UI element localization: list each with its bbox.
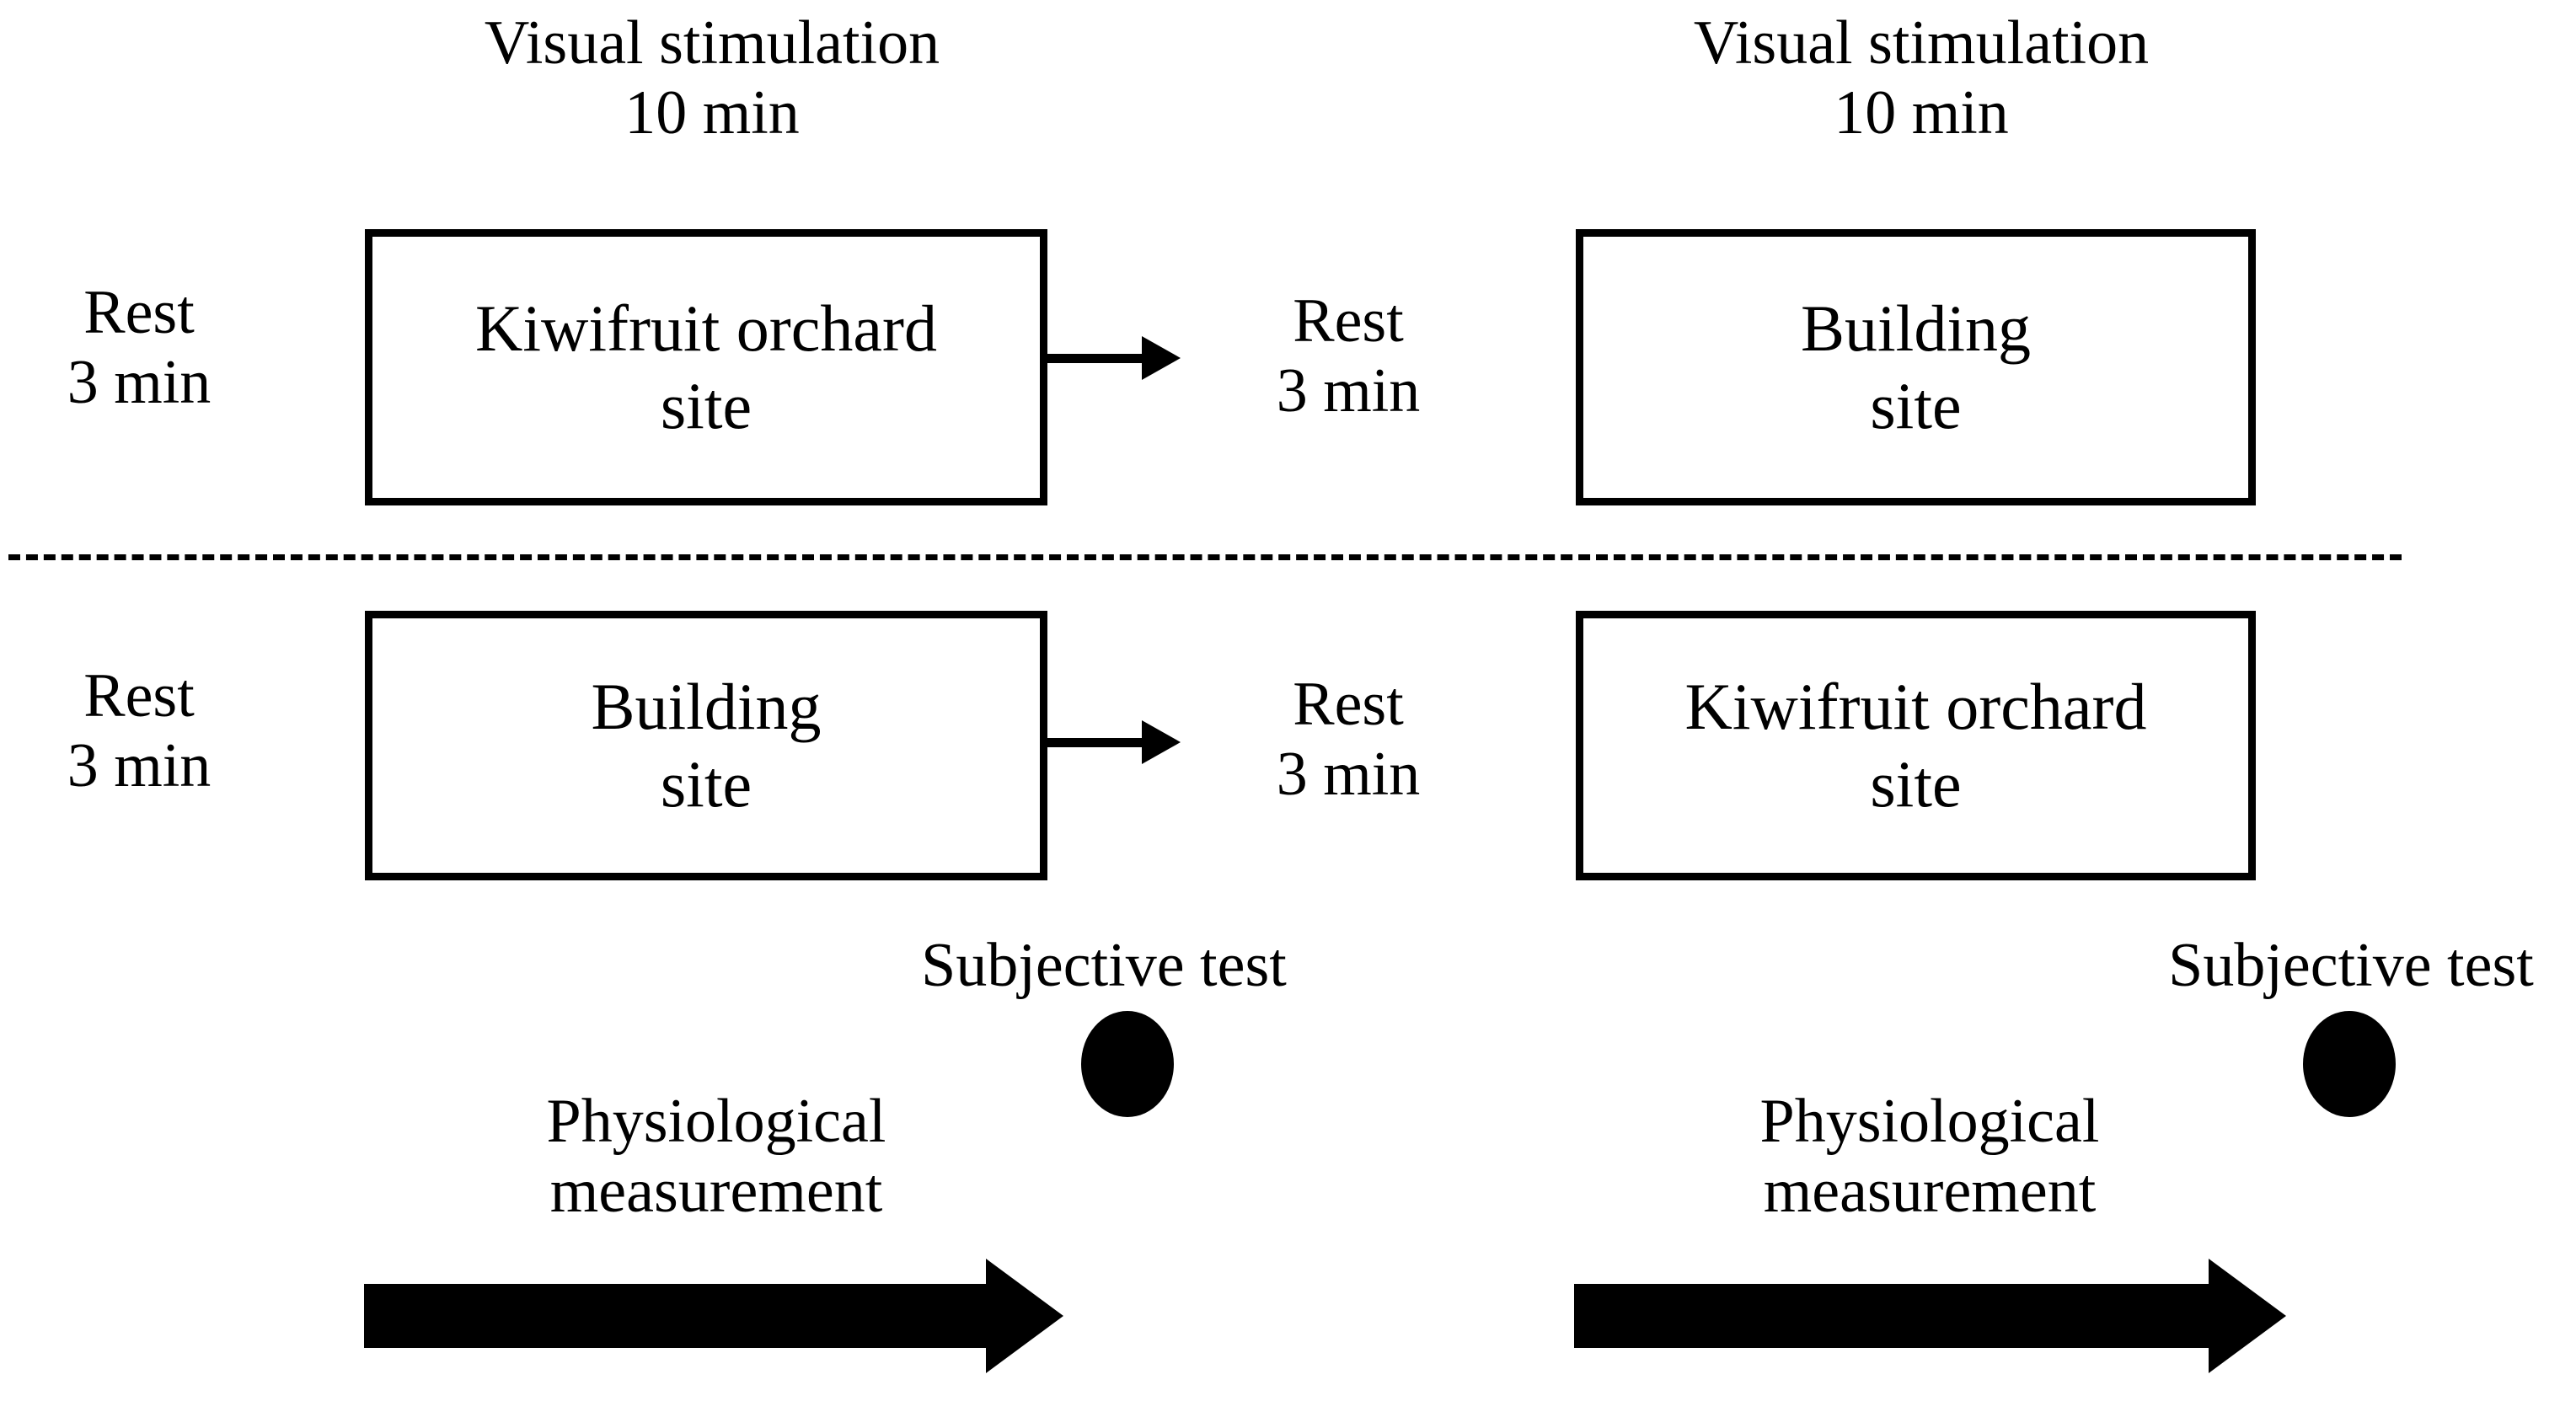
right-arrow-icon-row2	[1047, 716, 1181, 768]
subjective-test-label-right: Subjective test	[2168, 931, 2534, 1000]
arrow-head	[1142, 336, 1181, 380]
arrow-head	[1142, 720, 1181, 764]
stimulus-box-row1-second-label: Building site	[1800, 291, 2032, 442]
right-arrow-icon-row1	[1047, 332, 1181, 384]
thick-arrow-shaft	[1574, 1284, 2227, 1348]
stimulus-box-row2-first[interactable]: Building site	[365, 611, 1047, 880]
rest-label-row1-middle: Rest 3 min	[1276, 286, 1421, 425]
thick-arrow-head	[986, 1259, 1063, 1373]
filled-circle-icon-left	[1081, 1011, 1174, 1117]
rest-label-row2-middle: Rest 3 min	[1276, 670, 1421, 809]
stimulus-box-row2-first-label: Building site	[591, 669, 822, 821]
thick-arrow-head	[2209, 1259, 2286, 1373]
stimulus-box-row1-first-label: Kiwifruit orchard site	[475, 291, 937, 442]
arrow-shaft	[1047, 354, 1149, 363]
header-visual-stimulation-left: Visual stimulation 10 min	[484, 8, 940, 147]
stimulus-box-row1-second[interactable]: Building site	[1576, 229, 2256, 505]
thick-arrow-shaft	[364, 1284, 1004, 1348]
thick-right-arrow-icon-left	[364, 1259, 1063, 1373]
physiological-measurement-label-left: Physiological measurement	[546, 1087, 886, 1226]
filled-circle-icon-right	[2303, 1011, 2396, 1117]
rest-label-row1-left: Rest 3 min	[67, 278, 212, 417]
stimulus-box-row2-second[interactable]: Kiwifruit orchard site	[1576, 611, 2256, 880]
header-visual-stimulation-right: Visual stimulation 10 min	[1693, 8, 2150, 147]
stimulus-box-row2-second-label: Kiwifruit orchard site	[1684, 669, 2147, 821]
arrow-shaft	[1047, 738, 1149, 747]
physiological-measurement-label-right: Physiological measurement	[1759, 1087, 2100, 1226]
subjective-test-label-left: Subjective test	[921, 931, 1287, 1000]
thick-right-arrow-icon-right	[1574, 1259, 2286, 1373]
rest-label-row2-left: Rest 3 min	[67, 661, 212, 800]
stimulus-box-row1-first[interactable]: Kiwifruit orchard site	[365, 229, 1047, 505]
row-divider	[8, 554, 2402, 560]
